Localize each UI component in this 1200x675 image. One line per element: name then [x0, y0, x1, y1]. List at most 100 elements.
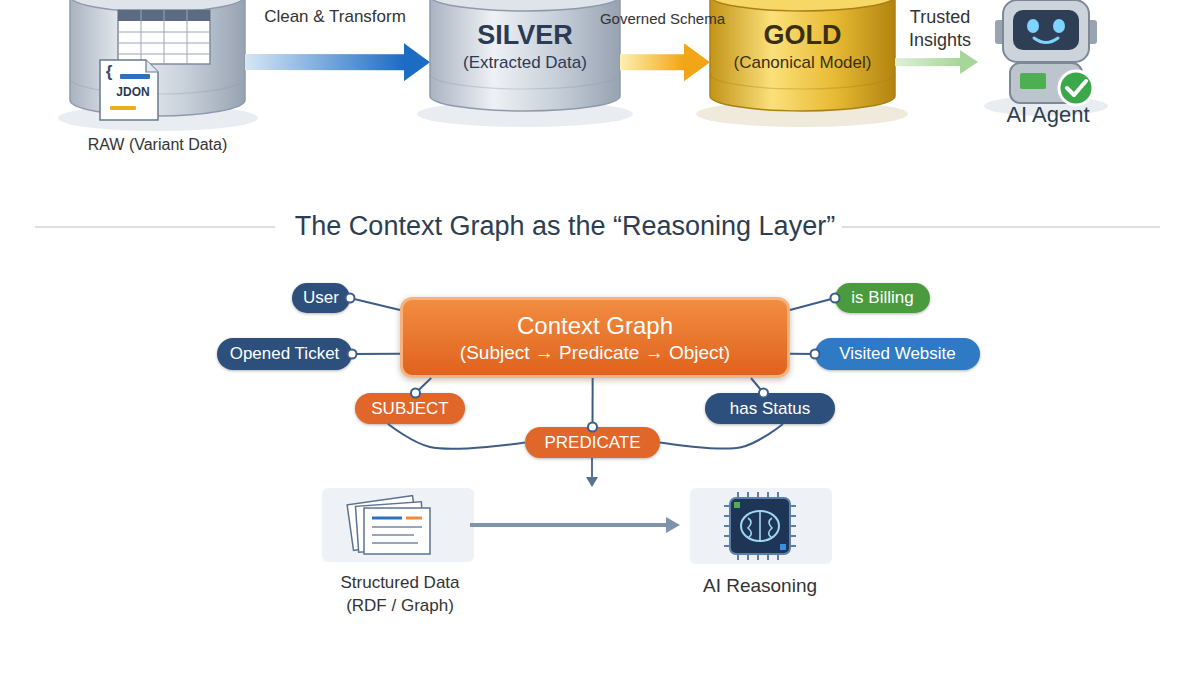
cylinder-band — [430, 74, 620, 89]
icon-backdrop — [690, 488, 832, 564]
edge-label: Clean & Transform — [250, 6, 420, 27]
ai-reasoning-node: AI Reasoning — [680, 488, 840, 598]
entity-pill: is Billing — [835, 283, 930, 313]
document-line — [372, 534, 414, 536]
connector-group — [470, 525, 666, 526]
section-title: The Context Graph as the “Reasoning Laye… — [280, 210, 850, 244]
cylinder-top — [710, 0, 895, 11]
robot-face — [1013, 10, 1079, 50]
structured-data-node: Structured Data (RDF / Graph) — [330, 488, 470, 618]
cylinder-top — [430, 0, 620, 11]
divider-line — [842, 226, 1160, 228]
graph-link — [751, 378, 764, 393]
connector-group — [620, 62, 684, 63]
flow-arrow — [895, 58, 960, 66]
robot-head — [1003, 0, 1089, 62]
robot-eye — [1027, 19, 1039, 33]
role-pill: PREDICATE — [525, 427, 660, 458]
chip-body — [730, 498, 790, 554]
connector-group — [388, 424, 525, 449]
flow-arrow — [470, 523, 666, 527]
cylinder-shape — [70, 0, 245, 155]
down-arrow-shaft — [591, 458, 593, 478]
documents-icon — [347, 496, 430, 554]
context-graph-box: Context Graph(Subject → Predicate → Obje… — [400, 297, 790, 378]
flow-arrow — [620, 54, 684, 70]
robot-icon — [995, 0, 1097, 105]
robot-antenna — [1045, 0, 1048, 2]
document-sheet — [364, 508, 430, 554]
robot-ear — [1087, 20, 1097, 44]
down-arrow-head — [586, 477, 598, 487]
document-sheet — [347, 496, 419, 551]
cylinder-band — [710, 74, 895, 89]
robot-smile — [1034, 38, 1058, 43]
agent-node: AI Agent — [978, 0, 1118, 128]
cylinder-body — [430, 0, 620, 111]
connector-group — [660, 424, 783, 449]
document-line — [372, 526, 422, 528]
node-title: GOLD — [764, 19, 842, 53]
connector-group — [346, 294, 401, 310]
entity-pill: Opened Ticket — [217, 338, 352, 370]
node-subtitle: (Extracted Data) — [463, 52, 587, 73]
connector-group — [895, 61, 960, 62]
connector-group — [790, 294, 840, 310]
edge-label: Governed Schema — [595, 10, 730, 29]
node-title: is Billing — [851, 287, 913, 308]
flow-arrow — [245, 54, 404, 70]
cylinder-body — [710, 0, 895, 111]
divider-line — [35, 226, 275, 228]
node-subtitle: (Canonical Model) — [734, 52, 872, 73]
document-line — [372, 542, 418, 544]
document-line — [406, 517, 422, 520]
node-title: Structured Data (RDF / Graph) — [330, 572, 470, 618]
connector-group — [245, 62, 404, 63]
graph-link — [350, 298, 400, 310]
cylinder-body — [70, 0, 245, 116]
check-mark — [1067, 81, 1086, 95]
chip-dot — [780, 544, 786, 550]
robot-panel — [1020, 73, 1046, 89]
node-title: Context Graph — [517, 311, 673, 341]
node-title: Visited Website — [839, 343, 956, 364]
entity-pill: User — [292, 283, 350, 313]
node-title: has Status — [730, 398, 810, 419]
graph-link — [592, 378, 594, 427]
edge-label: Trusted Insights — [898, 6, 982, 51]
brain-outline — [741, 511, 779, 541]
graph-link — [388, 424, 525, 449]
node-title: User — [303, 287, 339, 308]
silver-cylinder: SILVER(Extracted Data) — [430, 0, 620, 112]
check-badge — [1059, 71, 1093, 105]
node-title: RAW (Variant Data) — [88, 135, 228, 155]
robot-body — [1010, 63, 1082, 103]
brain-folds — [748, 511, 772, 541]
robot-ear — [995, 20, 1005, 44]
chip-icon — [724, 492, 796, 560]
cylinder-band — [70, 78, 245, 94]
node-title: AI Agent — [1006, 101, 1089, 129]
node-title: SILVER — [477, 19, 573, 53]
role-pill: SUBJECT — [355, 393, 465, 424]
raw-cylinder: RAW (Variant Data) — [70, 0, 245, 155]
entity-pill: has Status — [705, 393, 835, 424]
node-title: AI Reasoning — [703, 574, 817, 598]
gold-cylinder: GOLD(Canonical Model) — [710, 0, 895, 112]
graph-link — [790, 298, 835, 310]
node-title: SUBJECT — [371, 398, 448, 419]
graph-link — [660, 424, 783, 449]
graph-link — [790, 353, 815, 355]
chip-dot — [734, 502, 740, 508]
icon-backdrop — [322, 488, 474, 562]
node-title: Opened Ticket — [230, 343, 340, 364]
entity-pill: Visited Website — [815, 338, 980, 370]
connector-group — [588, 378, 597, 432]
document-line — [372, 517, 402, 520]
cylinder-top — [70, 0, 245, 12]
icon-text: JDON — [110, 85, 156, 100]
node-title: PREDICATE — [544, 432, 640, 453]
node-subtitle: (Subject → Predicate → Object) — [460, 341, 730, 365]
document-sheet — [355, 502, 424, 552]
graph-link — [416, 378, 432, 393]
